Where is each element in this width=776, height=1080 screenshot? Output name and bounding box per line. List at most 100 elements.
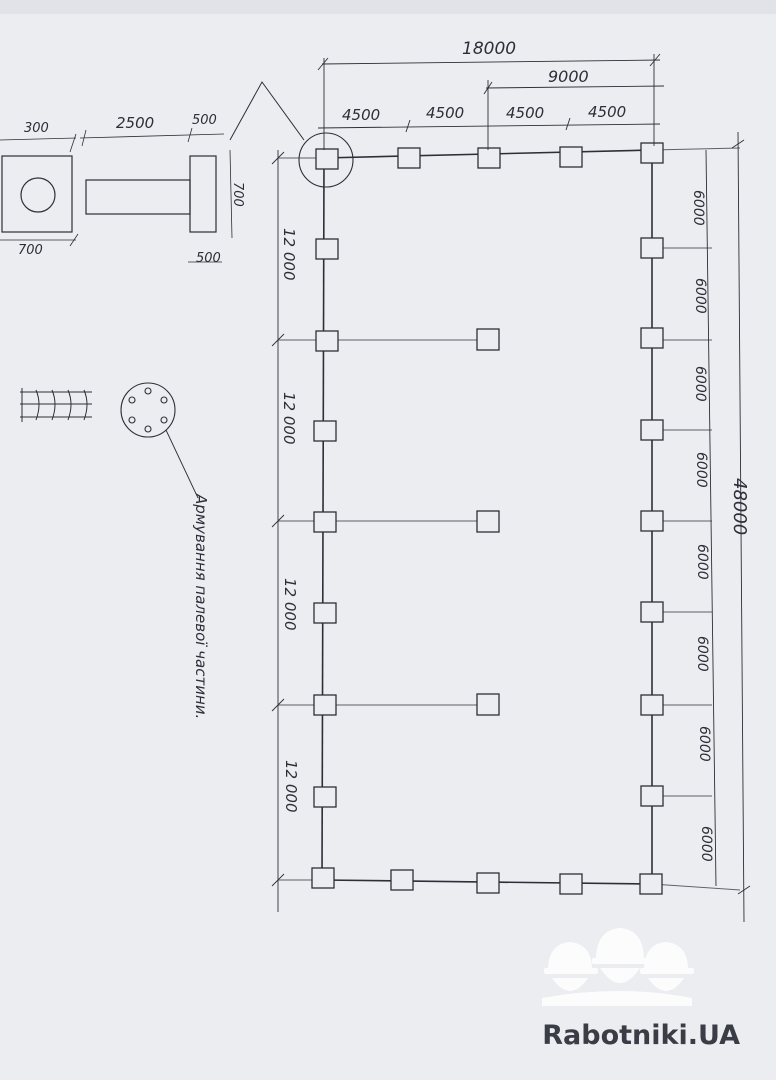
dim-right-5: 6000 [694,544,710,580]
rebar-dot-4 [144,425,152,433]
tick-top-l [317,57,329,71]
pile-r4 [640,419,664,441]
tick-line-r0 [651,147,741,151]
pile-b3 [476,872,500,894]
cage-stirrup-5 [83,389,88,421]
pile-cross-section-icon [120,382,199,499]
pile-a2 [397,147,421,169]
dim-line-48000 [737,131,745,923]
face-center [600,968,640,983]
pile-l5 [313,511,337,533]
pile-i1 [476,328,500,351]
pile-head-elevation [189,155,217,233]
detail-head-bottom: 500 [196,251,221,266]
pile-l6 [313,602,337,624]
left-bay-labels: 12 000 12 000 12 000 12 000 [280,228,300,813]
pile-a1 [315,148,339,170]
face-right [648,978,684,991]
pile-l3 [315,330,339,352]
pile-r6 [640,601,664,623]
face-left [552,978,588,991]
detail-pile-length: 2500 [116,114,154,132]
tick-a2 [405,119,411,133]
tick-l1 [271,333,285,347]
helmet-left-brim [544,968,598,974]
pile-i2 [476,510,500,533]
tick-d3 [187,127,193,143]
tick-d4 [69,233,79,247]
pile-l8 [313,786,337,808]
pile-l7 [313,694,337,716]
dim-line-18000 [321,59,661,65]
dim-half-width: 9000 [548,67,589,86]
dim-right-2: 6000 [692,278,708,314]
three-worker-helmets-icon [542,928,694,1006]
pile-r7 [640,694,664,716]
tick-d1 [69,133,77,153]
pile-a4 [559,146,583,168]
pile-cap-plan-circle [20,177,56,213]
helmet-center-brim [592,958,650,964]
pile-b4 [559,873,583,895]
cage-stirrup-2 [35,389,40,421]
pile-r3 [640,327,664,349]
pile-r5 [640,510,664,532]
dim-line-300 [0,137,77,141]
reinforcement-cage-icon [20,388,92,422]
cage-stirrup-4 [67,389,72,421]
watermark-text: Rabotniki.UA [542,1020,740,1051]
pile-b1 [311,867,335,889]
tick-l2 [271,514,285,528]
dim-bay-4: 4500 [588,103,626,121]
tick-r-bottom [737,885,751,895]
left-dimension-chain [271,150,285,912]
dim-line-700-height [229,149,233,239]
pile-l4 [313,420,337,442]
dim-left-2: 12 000 [280,392,298,445]
dim-right-4: 6000 [693,452,709,488]
pile-a3 [477,147,501,169]
pile-r8 [640,785,664,807]
tick-l3 [271,698,285,712]
helmet-right [644,942,688,970]
pile-cap-plan-square [1,155,73,233]
pile-b2 [390,869,414,891]
dim-line-9000 [485,85,665,89]
helmet-right-brim [640,968,694,974]
dim-total-width: 18000 [462,39,516,59]
callout-leader-line [229,81,305,141]
tick-l0 [271,151,285,165]
pile-a5 [640,142,664,164]
dim-right-6: 6000 [694,636,710,672]
cage-stirrup-3 [51,389,56,421]
top-dimension-chains [317,53,665,150]
dim-left-3: 12 000 [281,578,299,631]
tick-top-r [649,53,661,67]
tick-l4 [271,873,285,887]
pile-i3 [476,693,500,716]
tick-mid [483,81,493,95]
rebar-dot-2 [160,396,168,404]
dim-left-1: 12 000 [280,228,298,281]
dim-bay-1: 4500 [342,106,380,124]
pile-detail-section [0,127,233,263]
detail-cap-width: 300 [24,121,49,136]
corner-pile-callout-circle [298,132,354,188]
pile-section-outline [120,382,176,438]
dim-right-1: 6000 [690,190,706,226]
dim-right-7: 6000 [696,726,712,762]
foundation-plan [229,81,741,895]
right-dimension-chains [705,131,751,923]
dim-line-2500 [79,133,225,139]
tick-r-top [731,139,745,149]
rebar-dot-5 [128,416,136,424]
dim-line-6000-chain [705,149,717,887]
detail-head-top: 500 [192,113,217,128]
helmet-left [548,942,592,970]
tick-d2 [81,129,87,147]
helmet-center [596,928,644,960]
dim-line-4500-chain [317,123,661,129]
reinforcement-note: Армування палевої частини. [192,493,210,719]
dim-right-3: 6000 [692,366,708,402]
